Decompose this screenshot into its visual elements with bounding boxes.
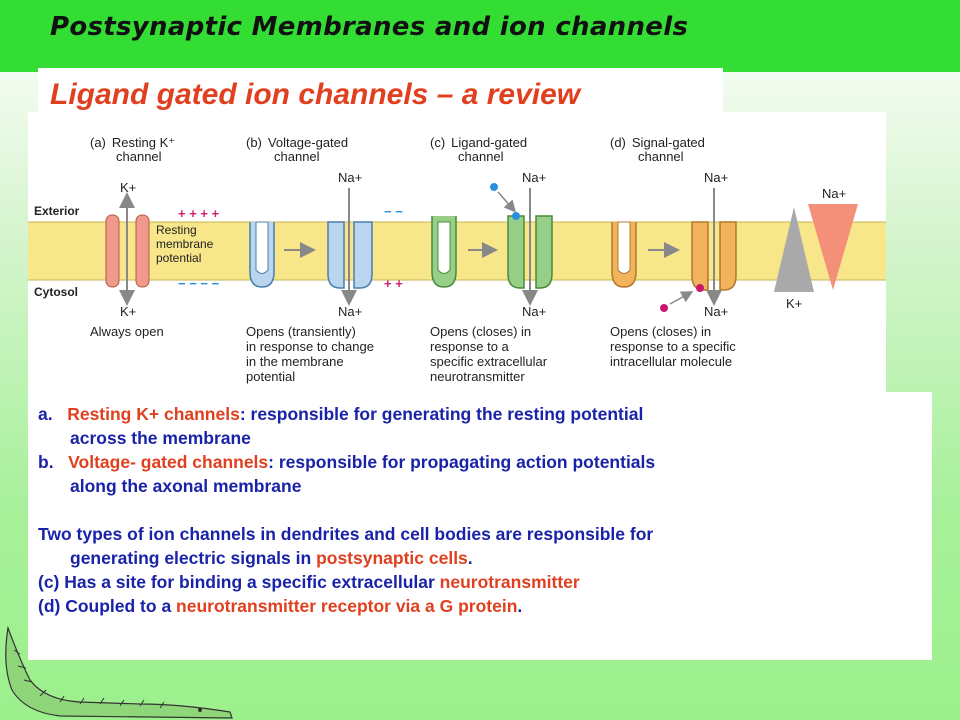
k-gradient-triangle bbox=[774, 207, 814, 292]
panel-c-caption-1: Opens (closes) in bbox=[430, 324, 531, 339]
panel-b-caption-1: Opens (transiently) bbox=[246, 324, 356, 339]
gradient-na-label: Na+ bbox=[822, 186, 846, 201]
item-b-line1: b. Voltage- gated channels: responsible … bbox=[38, 452, 656, 472]
diagram-svg: Exterior Cytosol (a)Resting K⁺ channel (… bbox=[28, 135, 886, 384]
item-b-line2: along the axonal membrane bbox=[70, 476, 302, 496]
panel-b-ion-bottom: Na+ bbox=[338, 304, 362, 319]
panel-d-title2: channel bbox=[638, 149, 684, 164]
item-a-line2: across the membrane bbox=[70, 428, 251, 448]
panel-b-title: (b)Voltage-gated bbox=[246, 135, 348, 150]
panel-a-title: (a)Resting K⁺ bbox=[90, 135, 175, 150]
panel-b-ion-top: Na+ bbox=[338, 170, 362, 185]
resting-label-3: potential bbox=[156, 251, 201, 265]
bound-signal-molecule bbox=[696, 284, 704, 292]
item-c: (c) Has a site for binding a specific ex… bbox=[38, 572, 580, 592]
panel-c-caption-2: response to a bbox=[430, 339, 510, 354]
panel-c-title2: channel bbox=[458, 149, 504, 164]
panel-d-caption-3: intracellular molecule bbox=[610, 354, 732, 369]
voltage-gated-channel-open bbox=[327, 188, 373, 306]
charge-minus-4: − − − − bbox=[178, 276, 220, 291]
panel-b-caption-3: in the membrane bbox=[246, 354, 344, 369]
panel-d-caption-2: response to a specific bbox=[610, 339, 736, 354]
panel-c-caption-4: neurotransmitter bbox=[430, 369, 525, 384]
panel-d-caption-1: Opens (closes) in bbox=[610, 324, 711, 339]
explanation-panel: a. Resting K+ channels: responsible for … bbox=[28, 392, 932, 660]
charge-plus-4: + + + + bbox=[178, 206, 220, 221]
item-d: (d) Coupled to a neurotransmitter recept… bbox=[38, 596, 523, 616]
panel-b-caption-2: in response to change bbox=[246, 339, 374, 354]
explanation-text: a. Resting K+ channels: responsible for … bbox=[38, 402, 928, 618]
resting-k-channel bbox=[105, 192, 150, 306]
two-types-line1: Two types of ion channels in dendrites a… bbox=[38, 524, 654, 544]
ligand-molecule bbox=[490, 183, 498, 191]
resting-label-2: membrane bbox=[156, 237, 214, 251]
subtitle-box: Ligand gated ion channels – a review bbox=[38, 68, 723, 116]
panel-b-caption-4: potential bbox=[246, 369, 295, 384]
ion-channel-diagram: Exterior Cytosol (a)Resting K⁺ channel (… bbox=[28, 112, 886, 392]
membrane-band bbox=[28, 222, 886, 280]
item-a-line1: a. Resting K+ channels: responsible for … bbox=[38, 404, 644, 424]
two-types-line2: generating electric signals in postsynap… bbox=[70, 548, 473, 568]
panel-c-title: (c)Ligand-gated bbox=[430, 135, 527, 150]
signal-molecule bbox=[660, 304, 668, 312]
panel-d-ion-top: Na+ bbox=[704, 170, 728, 185]
panel-a-title2: channel bbox=[116, 149, 162, 164]
signal-gated-channel-open bbox=[691, 188, 737, 306]
ligand-gated-channel-closed bbox=[431, 216, 457, 288]
panel-d-title: (d)Signal-gated bbox=[610, 135, 705, 150]
crocodile-illustration bbox=[5, 625, 233, 719]
cytosol-label: Cytosol bbox=[34, 285, 78, 299]
panel-c-ion-top: Na+ bbox=[522, 170, 546, 185]
panel-a-ion-bottom: K+ bbox=[120, 304, 136, 319]
header-bar: Postsynaptic Membranes and ion channels bbox=[0, 0, 960, 72]
signal-gated-channel-closed bbox=[611, 221, 637, 288]
voltage-gated-channel-closed bbox=[249, 221, 275, 288]
exterior-label: Exterior bbox=[34, 204, 80, 218]
panel-d-ion-bottom: Na+ bbox=[704, 304, 728, 319]
charge-plus-2: + + bbox=[384, 276, 403, 291]
charge-minus-2: − − bbox=[384, 204, 403, 219]
bound-ligand bbox=[512, 212, 520, 220]
panel-c-caption-3: specific extracellular bbox=[430, 354, 548, 369]
na-gradient-triangle bbox=[808, 204, 858, 290]
resting-label-1: Resting bbox=[156, 223, 197, 237]
panel-a-caption: Always open bbox=[90, 324, 164, 339]
subtitle: Ligand gated ion channels – a review bbox=[50, 78, 581, 111]
panel-b-title2: channel bbox=[274, 149, 320, 164]
panel-c-ion-bottom: Na+ bbox=[522, 304, 546, 319]
header-title: Postsynaptic Membranes and ion channels bbox=[50, 12, 689, 42]
ligand-gated-channel-open bbox=[507, 188, 553, 306]
gradient-k-label: K+ bbox=[786, 296, 802, 311]
panel-a-ion-top: K+ bbox=[120, 180, 136, 195]
